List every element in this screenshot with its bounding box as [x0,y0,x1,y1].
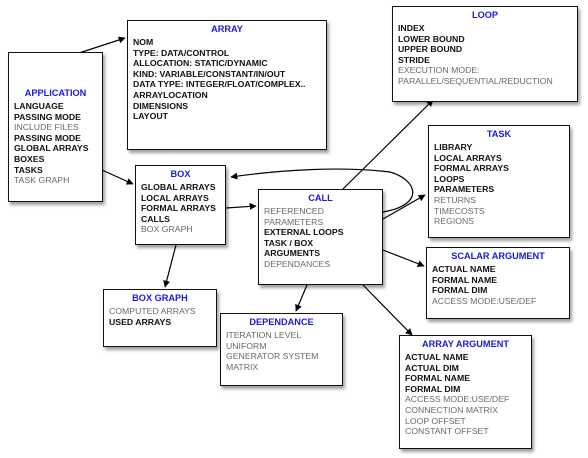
node-field: LANGUAGE [14,101,64,111]
node-field: EXTERNAL LOOPS [264,227,344,238]
node-field: INCLUDE FILES [14,122,79,133]
node-field: ACCESS MODE:USE/DEF [405,394,510,405]
node-title: SCALAR ARGUMENT [451,251,545,261]
node-field: LOCAL ARRAYS [141,192,209,203]
node-field: LAYOUT [133,111,168,122]
edge-call-array-argument [362,284,413,336]
edge-application-box [101,169,134,185]
node-field: REGIONS [434,216,475,227]
node-field: TIMECOSTS [434,205,485,216]
node-field: ACTUAL NAME [432,264,496,274]
node-field: RETURNS [434,194,476,205]
node-field: ARGUMENTS [264,248,320,259]
node-field: REFERENCED [264,206,324,216]
node-field: INDEX [398,23,425,33]
node-field: TASK / BOX [264,237,314,248]
node-field: FORMAL ARRAYS [434,163,509,174]
node-title: LOOP [471,10,499,20]
node-field: ARRAYLOCATION [133,89,208,100]
node-field: PASSING MODE [14,111,81,122]
edge-call-dependance [295,284,308,312]
node-field: GLOBAL ARRAYS [14,143,89,154]
node-field: EXECUTION MODE: [398,65,480,76]
node-title: DEPENDANCE [249,317,314,327]
node-field: CONNECTION MATRIX [405,404,498,415]
node-field: PARALLEL/SEQUENTIAL/REDUCTION [398,75,553,86]
node-field: DATA TYPE: INTEGER/FLOAT/COMPLEX.. [133,79,306,90]
node-field: FORMAL DIM [405,383,461,394]
edge-call-task [382,194,426,220]
node-title: APPLICATION [24,88,87,98]
node-field: LOOPS [434,173,465,184]
node-field: USED ARRAYS [109,316,172,327]
node-field: TASK GRAPH [14,175,70,186]
node-field: DEPENDANCES [264,258,331,269]
node-field: LIBRARY [434,142,473,152]
node-field: LOCAL ARRAYS [434,152,502,163]
edge-application-array [75,36,126,55]
node-field: MATRIX [226,361,259,372]
node-field: CALLS [141,213,170,224]
node-title: BOX GRAPH [132,293,188,303]
edge-call-box-loop [230,168,414,213]
node-field: PASSING MODE [14,132,81,143]
node-title: ARRAY [211,24,243,34]
node-field: FORMAL NAME [405,373,470,384]
node-field: ALLOCATION: STATIC/DYNAMIC [133,58,268,69]
node-field: NOM [133,37,154,47]
edge-box-box-graph [163,244,177,288]
node-field: PARAMETERS [434,184,495,195]
node-field: TASKS [14,164,43,175]
node-field: LOWER BOUND [398,33,465,44]
node-field: GENERATOR SYSTEM [226,351,319,362]
node-field: FORMAL DIM [432,285,488,296]
node-field: LOOP OFFSET [405,415,466,426]
node-field: ACTUAL NAME [405,352,469,362]
node-field: UNIFORM [226,340,267,351]
edge-call-loop [342,99,434,190]
node-field: FORMAL NAME [432,274,497,285]
node-field: DIMENSIONS [133,100,189,111]
node-field: GLOBAL ARRAYS [141,182,216,192]
node-title: BOX [170,169,191,179]
node-field: STRIDE [398,54,430,65]
node-field: BOXES [14,153,45,164]
node-field: CONSTANT OFFSET [405,426,489,437]
node-field: KIND: VARIABLE/CONSTANT/IN/OUT [133,68,286,79]
edge-box-call [225,202,257,210]
node-field: TYPE: DATA/CONTROL [133,47,230,58]
node-field: FORMAL ARRAYS [141,203,216,214]
node-field: PARAMETERS [264,216,324,227]
edge-call-scalar-argument [382,249,425,267]
node-field: ACCESS MODE:USE/DEF [432,295,537,306]
node-field: COMPUTED ARRAYS [109,306,196,316]
node-title: CALL [308,193,333,203]
node-field: ITERATION LEVEL [226,330,302,340]
node-title: TASK [486,129,512,139]
node-field: ACTUAL DIM [405,362,459,373]
node-field: BOX GRAPH [141,224,193,235]
node-field: UPPER BOUND [398,44,463,55]
node-title: ARRAY ARGUMENT [422,339,509,349]
